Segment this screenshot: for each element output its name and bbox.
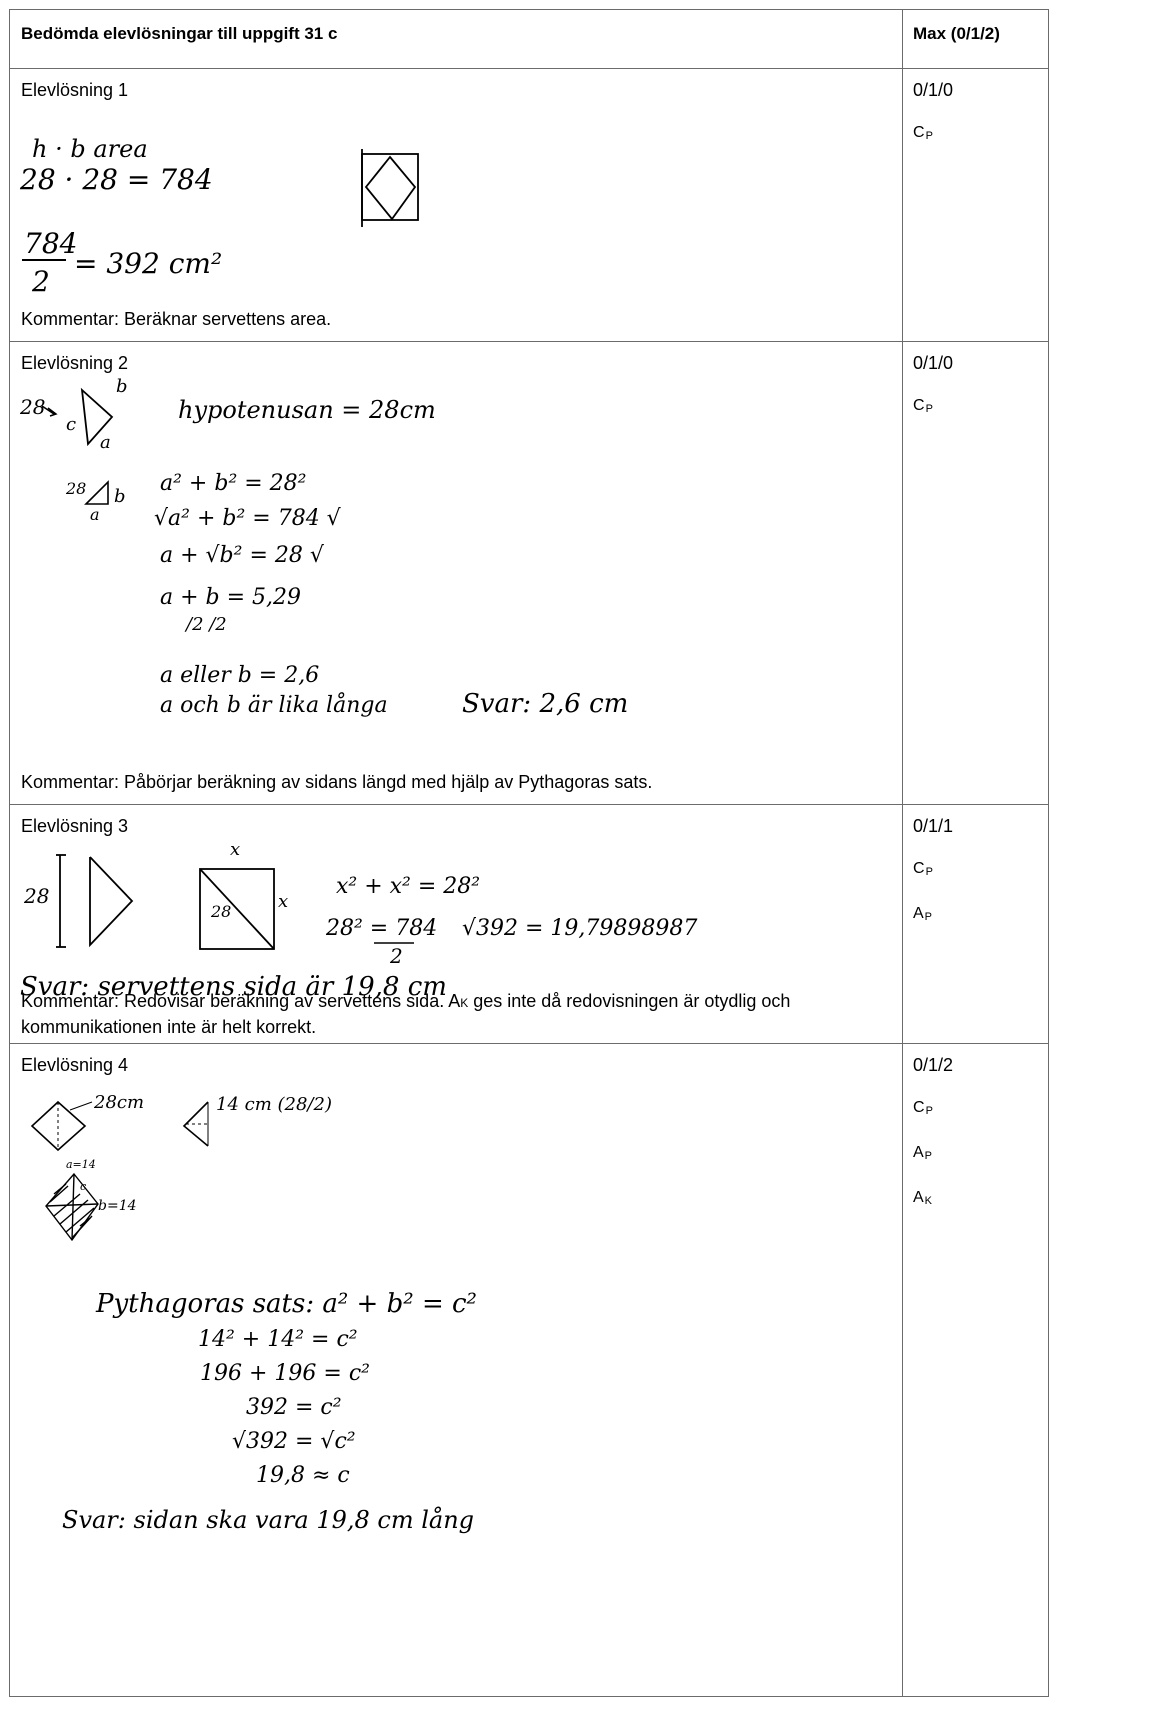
criterion: AP [913,905,933,923]
hw-text: 2 [31,265,50,298]
hw-text: a² + b² = 28² [160,471,307,496]
hw-text: a och b är lika långa [160,691,388,718]
comment: Kommentar: Redovisar beräkning av servet… [21,991,791,1037]
hw-text: b [114,486,126,507]
criterion: CP [913,860,933,878]
solution-1: Elevlösning 1 h · b area 28 · 28 = 784 7… [10,69,902,341]
criterion: CP [913,1099,933,1117]
hw-text: 784 [24,227,77,260]
hw-text: √392 = 19,79898987 [462,916,697,941]
comment: Kommentar: Beräknar servettens area. [21,309,332,329]
hw-text: 28 · 28 = 784 [19,163,213,196]
hw-text: 2 [389,944,403,968]
hw-text: b=14 [98,1198,137,1214]
diamond-diagram [30,1100,87,1152]
solution-title: Elevlösning 1 [21,80,129,100]
hw-text: 28 [19,395,45,419]
hw-text: 28cm [93,1092,144,1113]
hw-text: Svar: servettens sida är 19,8 cm [20,972,447,1002]
handwritten-solution-4: 28cm 14 cm (28/2) a=14 c [30,1092,477,1534]
comment: Kommentar: Påbörjar beräkning av sidans … [21,772,653,792]
hw-text: a [100,432,111,453]
hw-text: = 392 cm² [74,247,222,280]
hw-text: c [80,1180,86,1193]
hw-text: Pythagoras sats: a² + b² = c² [95,1289,477,1319]
header-title: Bedömda elevlösningar till uppgift 31 c [9,9,903,69]
square-diagram [199,868,275,950]
hw-text: a + b = 5,29 [160,585,301,610]
solution-row-1: Elevlösning 1 h · b area 28 · 28 = 784 7… [9,68,1049,342]
hw-text: c [66,414,76,435]
solution-4: Elevlösning 4 28cm 14 cm (28/2) a=14 [10,1044,902,1696]
hw-text: a [90,505,100,524]
hw-text: h · b area [32,135,148,163]
hw-text: 196 + 196 = c² [200,1361,370,1386]
handwritten-solution-1: h · b area 28 · 28 = 784 784 2 = 392 cm² [19,135,419,298]
hw-text: a eller b = 2,6 [160,663,319,688]
criterion: CP [913,397,933,415]
hw-text: x² + x² = 28² [336,874,480,899]
hw-text: 28 [23,884,49,908]
half-diamond-diagram [182,1101,209,1147]
solution-row-2: Elevlösning 2 28 b c a hypotenusan = 28c… [9,341,1049,805]
header-max: Max (0/1/2) [902,9,1049,69]
solution-row-3: Elevlösning 3 28 x 28 x [9,804,1049,1044]
hw-text: 28 [210,902,231,921]
hatched-diamond-diagram [45,1172,99,1242]
hw-text: hypotenusan = 28cm [178,396,436,424]
hw-text: a=14 [66,1158,96,1171]
hw-text: 14 cm (28/2) [216,1094,332,1115]
hw-text: b [116,376,128,397]
solution-title: Elevlösning 3 [21,816,129,836]
hw-text: √a² + b² = 784 √ [154,506,342,531]
score-cell-2: 0/1/0 CP [902,341,1049,805]
points: 0/1/2 [913,1055,954,1075]
solution-3: Elevlösning 3 28 x 28 x [10,805,902,1043]
hw-text: x [278,891,288,912]
criterion: CP [913,124,933,142]
points: 0/1/0 [913,353,954,373]
hw-text: 28 [65,479,86,498]
hw-text: 28² = 784 [325,916,437,941]
table-header-row: Bedömda elevlösningar till uppgift 31 c … [9,9,1049,69]
hw-text: Svar: sidan ska vara 19,8 cm lång [62,1505,474,1534]
hw-text: 19,8 ≈ c [256,1463,350,1488]
points: 0/1/0 [913,80,954,100]
hw-text: a + √b² = 28 √ [160,543,325,568]
solution-2: Elevlösning 2 28 b c a hypotenusan = 28c… [10,342,902,804]
points: 0/1/1 [913,816,954,836]
hw-text: 14² + 14² = c² [198,1327,358,1352]
hw-text: x [230,839,240,860]
hw-text: √392 = √c² [232,1429,356,1454]
assessment-table: Bedömda elevlösningar till uppgift 31 c … [9,9,1049,1697]
handwritten-solution-3: 28 x 28 x x² + x² = 28² 28² [20,839,697,1002]
criterion: AP [913,1144,933,1162]
solution-title: Elevlösning 2 [21,353,129,373]
hw-text: Svar: 2,6 cm [462,689,628,719]
handwritten-solution-2: 28 b c a hypotenusan = 28cm 28 b a a² + … [19,376,628,719]
solution-title: Elevlösning 4 [21,1055,129,1075]
solution-row-4: Elevlösning 4 28cm 14 cm (28/2) a=14 [9,1043,1049,1697]
square-diagram [361,149,419,227]
triangle-diagram [56,854,134,948]
score-cell-3: 0/1/1 CP AP [902,804,1049,1044]
hw-text: /2 /2 [184,614,227,635]
score-cell-4: 0/1/2 CP AP AK [902,1043,1049,1697]
hw-text: 392 = c² [246,1395,342,1420]
criterion: AK [913,1189,933,1207]
score-cell-1: 0/1/0 CP [902,68,1049,342]
